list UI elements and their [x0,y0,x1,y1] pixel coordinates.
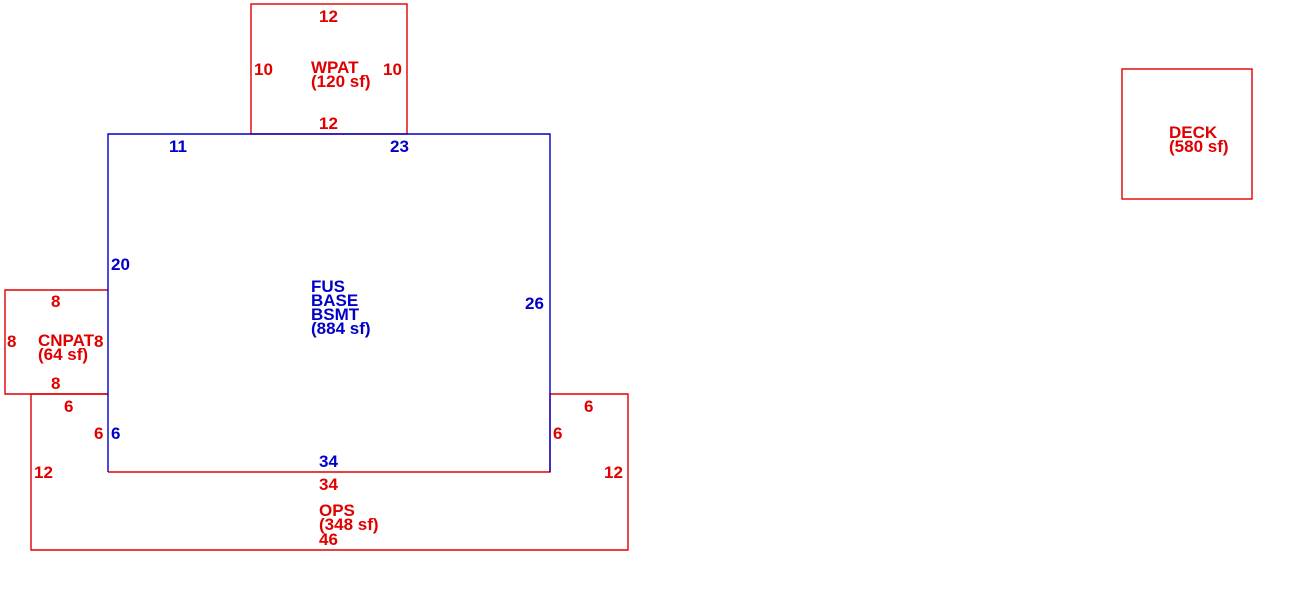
wpat-area: 12 10 10 12 WPAT (120 sf) [250,3,408,135]
ops-area-label: (348 sf) [319,515,379,534]
ops-dim-left-inner: 6 [94,424,103,443]
cnpat-area-label: (64 sf) [38,345,88,364]
deck-code-label: DECK [1169,123,1218,142]
main-dim-right: 26 [525,294,544,313]
main-dim-left: 20 [111,255,130,274]
ops-dim-right: 12 [604,463,623,482]
main-outline [107,133,551,472]
ops-dim-left: 12 [34,463,53,482]
ops-dim-bottom: 46 [319,530,338,549]
deck-area-label: (580 sf) [1169,137,1229,156]
main-area-label: (884 sf) [311,319,371,338]
cnpat-dim-left: 8 [7,332,16,351]
ops-dim-left-top: 6 [64,397,73,416]
cnpat-area: 8 8 8 8 CNPAT (64 sf) [4,289,108,395]
ops-dim-right-inner: 6 [553,424,562,443]
ops-area: 6 6 12 6 6 12 34 OPS (348 sf) 46 [30,393,629,551]
main-dim-bottom: 34 [319,452,338,471]
wpat-code-label: WPAT [311,58,359,77]
wpat-dim-right: 10 [383,60,402,79]
cnpat-dim-top: 8 [51,292,60,311]
wpat-dim-top: 12 [319,7,338,26]
cnpat-dim-right: 8 [94,332,103,351]
cnpat-code-label: CNPAT [38,331,95,350]
deck-area: DECK (580 sf) [1121,68,1253,200]
wpat-dim-bottom: 12 [319,114,338,133]
main-dim-left-step: 6 [111,424,120,443]
cnpat-outline [4,289,108,395]
wpat-dim-left: 10 [254,60,273,79]
main-area: 11 23 20 26 6 34 FUS BASE BSMT (884 sf) [107,133,551,472]
deck-outline [1121,68,1253,200]
ops-dim-right-top: 6 [584,397,593,416]
main-dim-top-left: 11 [169,137,187,156]
main-dim-top-right: 23 [390,137,409,156]
wpat-area-label: (120 sf) [311,72,371,91]
cnpat-dim-bottom: 8 [51,374,60,393]
main-code-bsmt: BSMT [311,305,360,324]
ops-dim-top: 34 [319,475,338,494]
main-code-fus: FUS [311,277,345,296]
ops-code-label: OPS [319,501,355,520]
main-code-base: BASE [311,291,358,310]
